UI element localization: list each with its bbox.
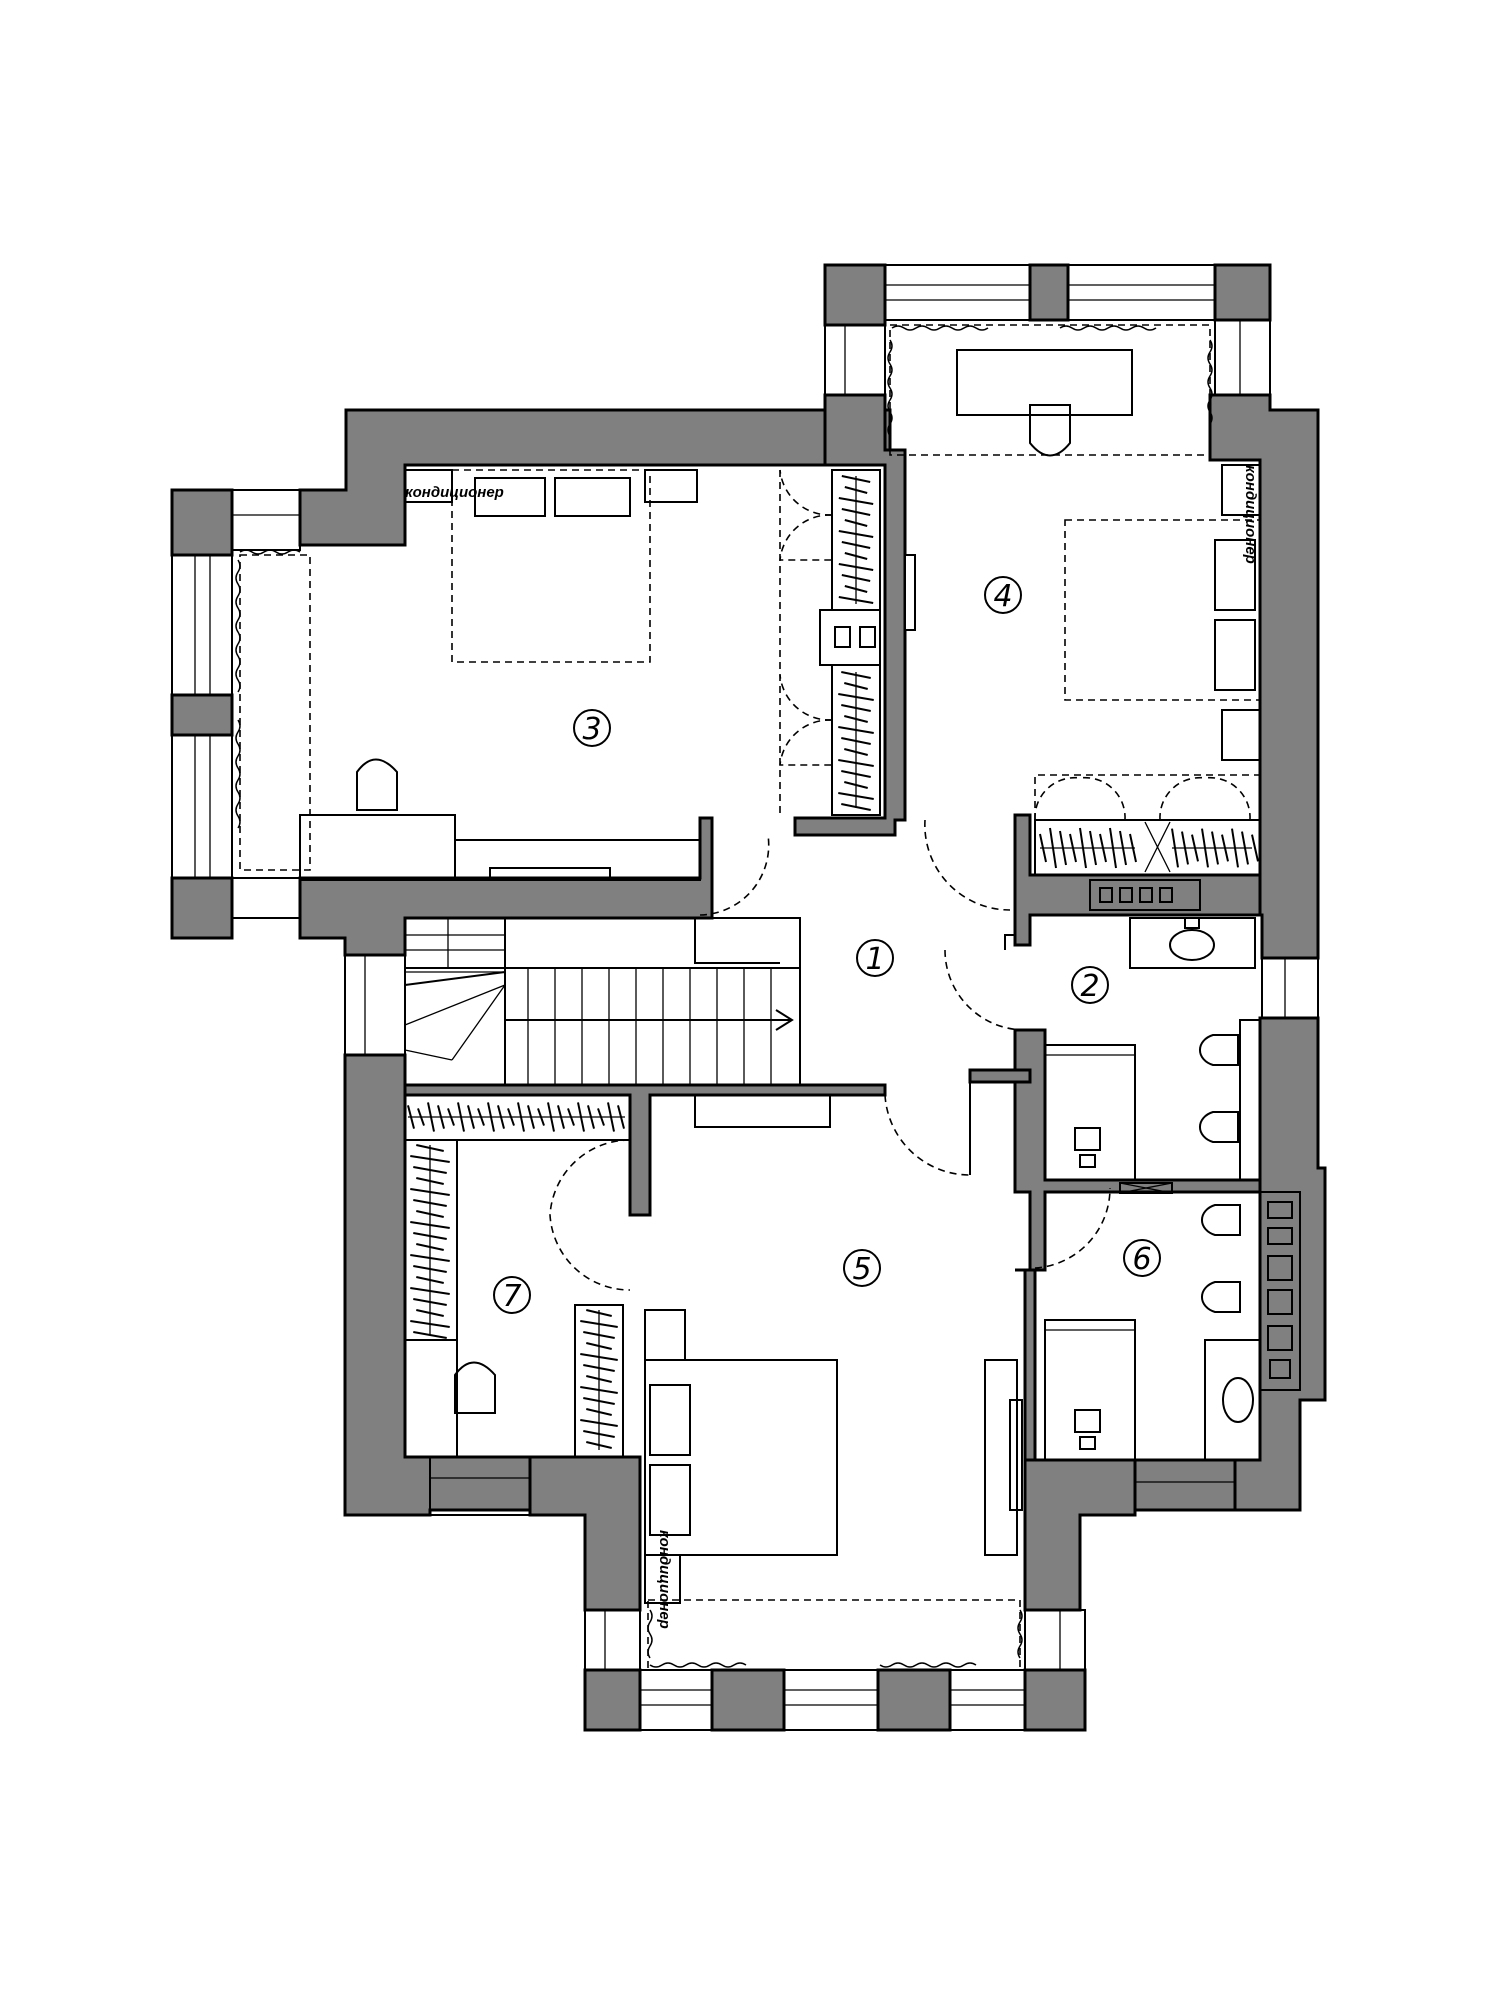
ac-label-room3: кондиционер — [405, 484, 504, 501]
room-number-7: 7 — [502, 1279, 521, 1314]
door-room7 — [549, 1139, 631, 1291]
sink-room6 — [1204, 1339, 1261, 1461]
wall-stair-bottom — [403, 1083, 887, 1217]
wall-room3-left-bot — [170, 876, 234, 940]
ac-labels: кондиционер кондиционер кондиционер — [405, 465, 1259, 1629]
door-room5 — [884, 1094, 971, 1176]
room-number-3: 3 — [582, 712, 601, 747]
room-marker-6: 6 — [1123, 1239, 1161, 1277]
desk-room4 — [956, 349, 1133, 416]
curtains — [235, 324, 1213, 1671]
room-marker-2: 2 — [1071, 966, 1109, 1004]
bed-room3 — [451, 469, 651, 663]
bed-room4 — [1064, 519, 1261, 701]
hangers-room7 — [407, 1102, 625, 1450]
wall-room3-left-mid — [170, 693, 234, 737]
staircase — [404, 917, 801, 1086]
hangers-room3 — [838, 475, 874, 811]
room6-fixtures — [1034, 1182, 1301, 1461]
room-marker-4: 4 — [984, 576, 1022, 614]
shower-room6 — [1044, 1319, 1136, 1461]
wall-room6-right — [1233, 1016, 1327, 1512]
walls — [170, 263, 1327, 1732]
hangers-room4 — [1039, 827, 1259, 869]
room3-furniture — [299, 469, 881, 881]
room-number-1: 1 — [865, 942, 884, 977]
room7-furniture — [404, 1094, 631, 1458]
wall-room5-leftbottom — [528, 1455, 642, 1612]
wall-room6-bottom — [1133, 1458, 1237, 1512]
wall-room5-bot-left — [583, 1668, 642, 1732]
desk-room3 — [299, 814, 456, 881]
ac-label-room4: кондиционер — [1242, 465, 1259, 564]
room-marker-7: 7 — [493, 1276, 531, 1314]
toilet-room6-2 — [1200, 1281, 1241, 1313]
room-number-2: 2 — [1080, 969, 1099, 1004]
chair-room4 — [1029, 404, 1071, 457]
room4-furniture — [904, 349, 1261, 876]
toilet-room2-2 — [1198, 1111, 1239, 1143]
wall-room5-rightbottom — [1023, 1458, 1137, 1612]
bed-room5 — [644, 1359, 838, 1556]
room-marker-1: 1 — [856, 939, 894, 977]
room-number-6: 6 — [1132, 1242, 1151, 1277]
hanger — [1251, 834, 1259, 862]
room-marker-5: 5 — [843, 1249, 881, 1287]
toilet-room2-1 — [1198, 1034, 1239, 1066]
doors — [549, 819, 1026, 1291]
shower-room2 — [1044, 1044, 1136, 1181]
wall-room5-bot-right — [1023, 1668, 1087, 1732]
chair-room7 — [454, 1361, 496, 1414]
wall-room5-bot-mid2 — [876, 1668, 952, 1732]
wall-room5-bot-mid1 — [710, 1668, 786, 1732]
wall-room4-topright — [1213, 263, 1272, 322]
room-number-4: 4 — [993, 579, 1012, 614]
room2-fixtures — [1044, 879, 1261, 1181]
door-room4 — [924, 819, 1011, 911]
ac-label-room5: кондиционер — [656, 1530, 673, 1629]
toilet-room6-1 — [1200, 1204, 1241, 1236]
room-markers: 1 2 3 4 5 6 7 — [493, 576, 1161, 1314]
window-frames — [171, 264, 1319, 1731]
door-room3 — [699, 834, 770, 916]
room-marker-3: 3 — [573, 709, 611, 747]
door-room2 — [944, 949, 1026, 1031]
room5-furniture — [644, 1094, 1023, 1604]
wardrobe-room4 — [1034, 819, 1261, 876]
wall-room3-left-top — [170, 488, 234, 557]
wall-corridor-stub — [968, 1068, 1032, 1084]
wall-room4-topmid — [1028, 263, 1070, 322]
room-number-5: 5 — [852, 1252, 871, 1287]
wall-room4-topleft — [823, 263, 887, 327]
stair-steps — [527, 968, 772, 1085]
wall-room6-left — [1015, 1268, 1037, 1462]
chair-room3 — [356, 758, 398, 811]
